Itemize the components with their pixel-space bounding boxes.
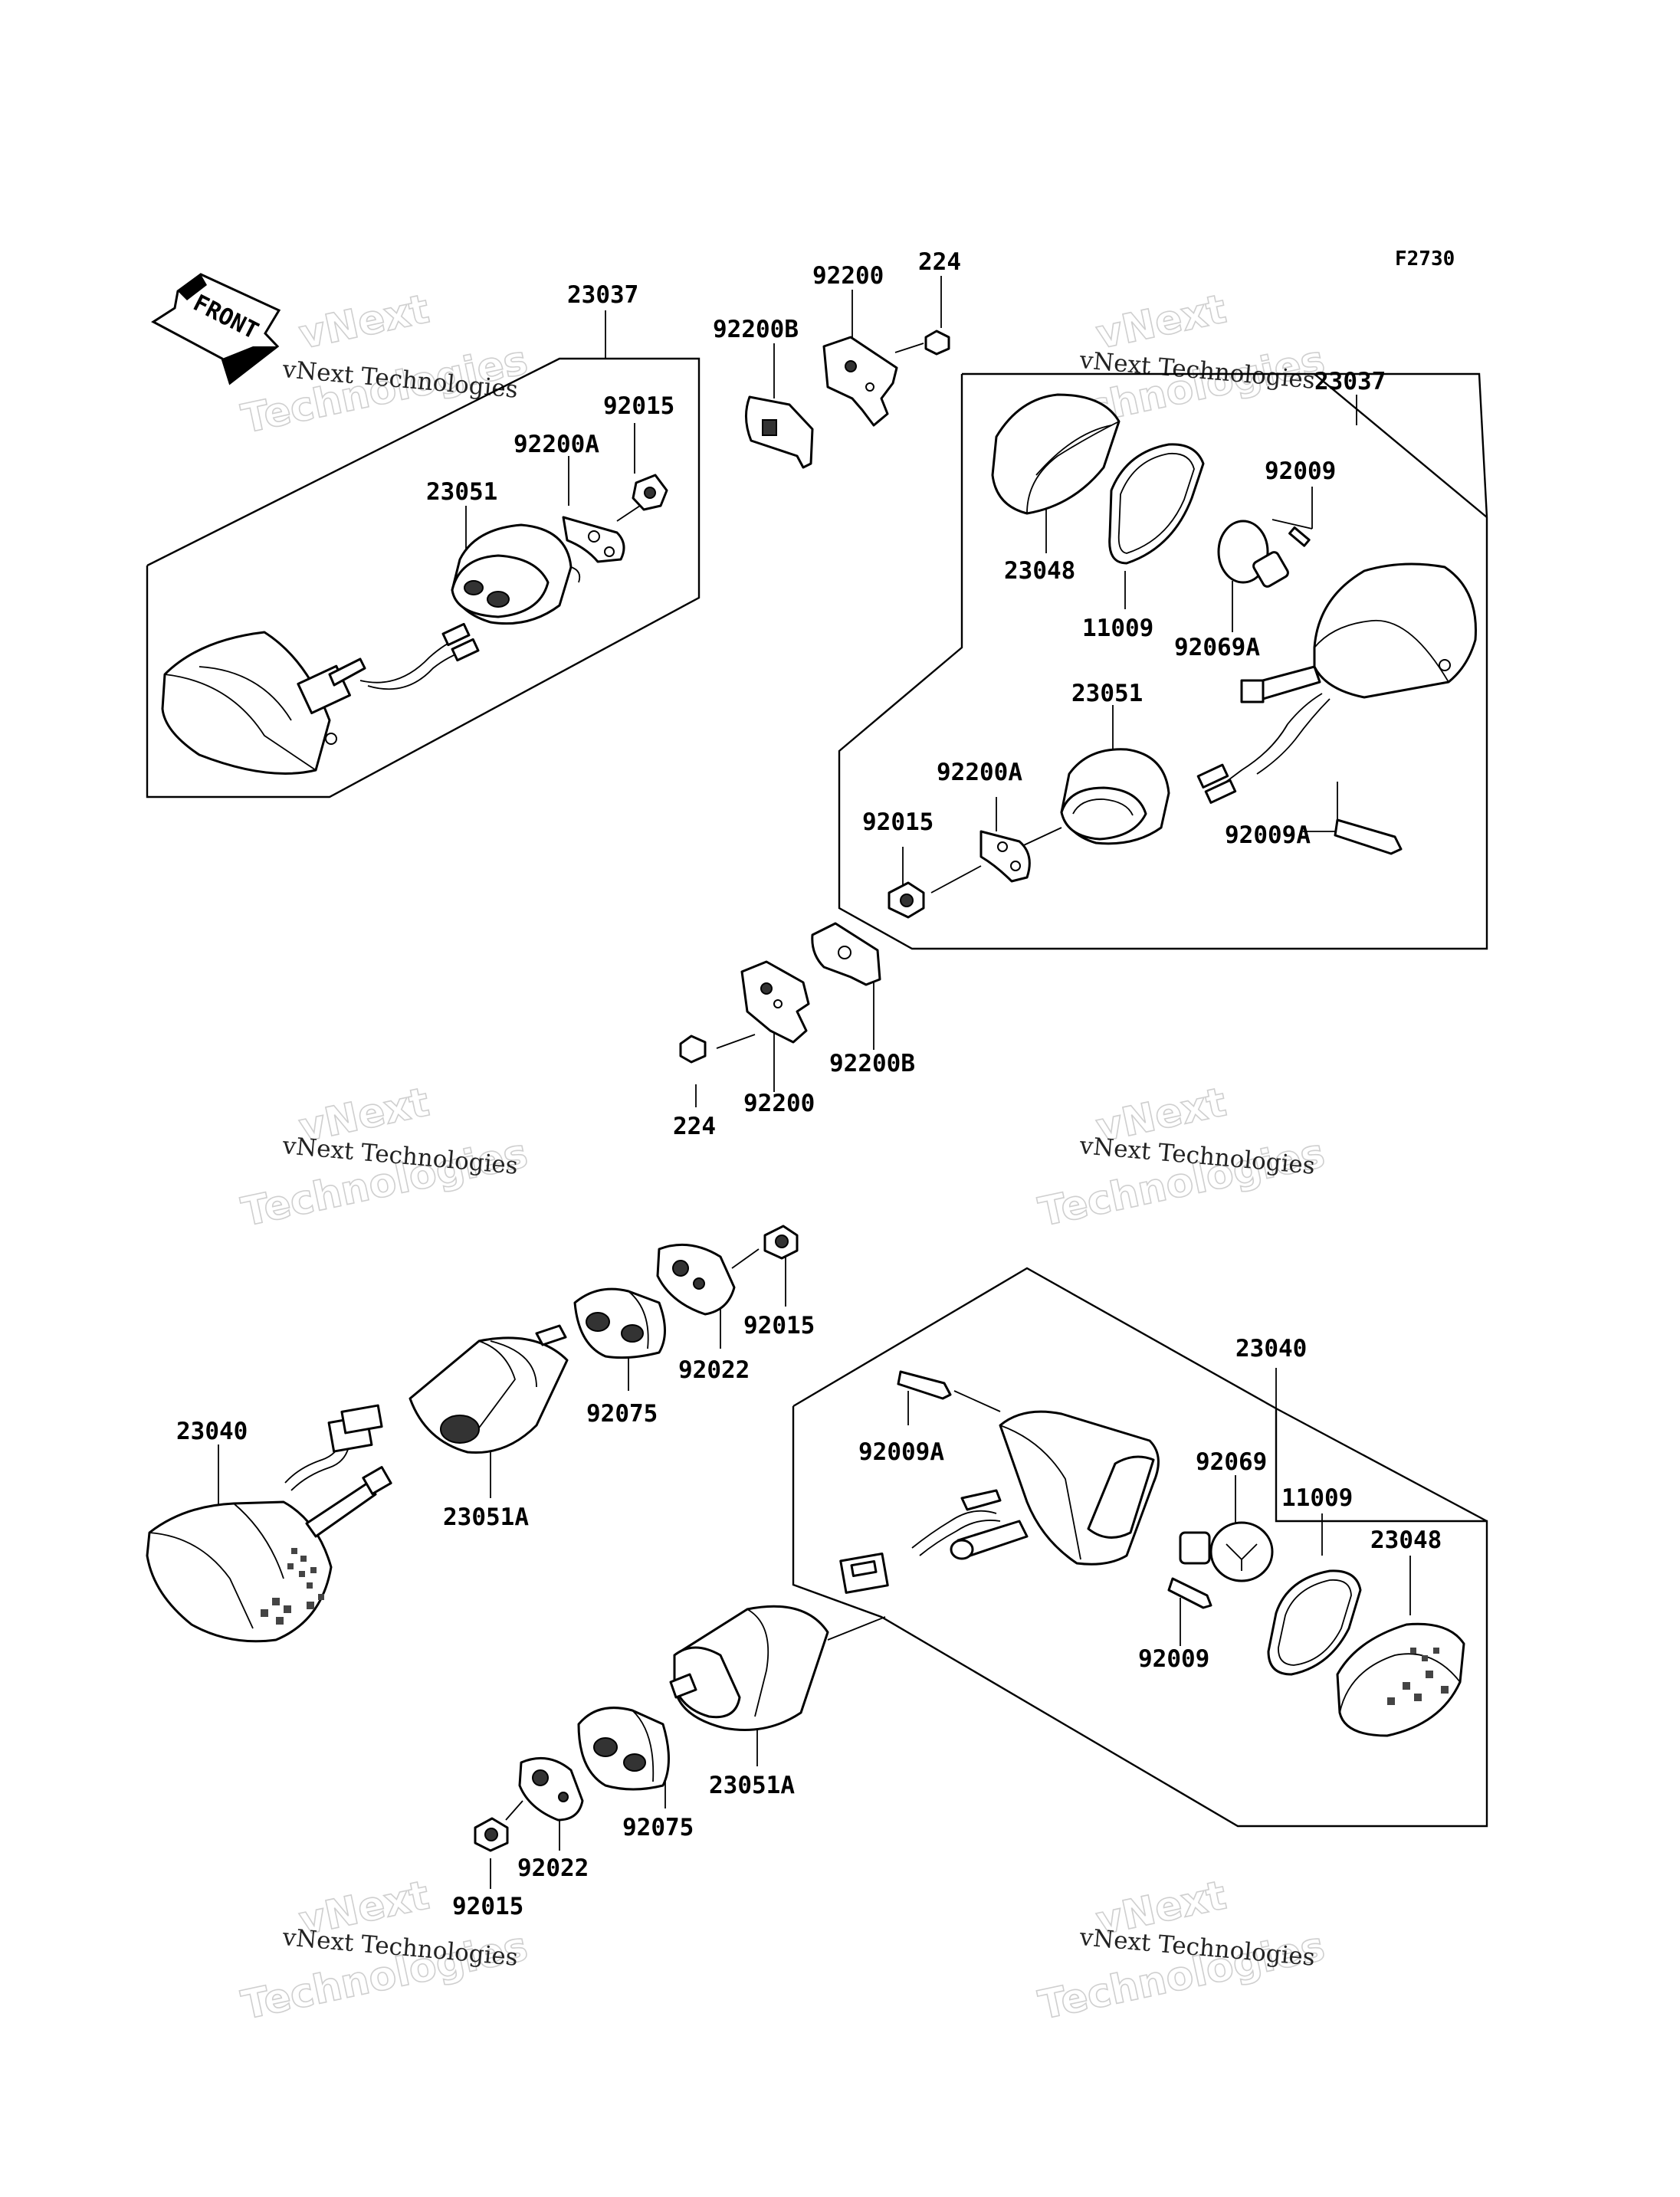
callout-92009: 92009	[1265, 457, 1336, 485]
callout-23037: 23037	[567, 281, 638, 309]
callout-92200a-right: 92200A	[937, 759, 1022, 786]
callout-23040-bl: 23040	[176, 1418, 248, 1445]
front-arrow: FRONT	[151, 273, 281, 385]
callout-92015-bc: 92015	[452, 1893, 523, 1920]
top-right-assembly	[838, 372, 1488, 950]
bottom-center-assembly	[474, 1605, 886, 1889]
callout-92009a: 92009A	[1225, 821, 1311, 849]
mid-center-bracket	[679, 922, 881, 1107]
callout-224: 224	[918, 248, 961, 276]
callout-92069a: 92069A	[1174, 634, 1260, 661]
watermark-mid-right: vNext Technologies vNext Technologies	[1034, 1079, 1329, 1237]
svg-text:vNext: vNext	[1092, 286, 1230, 358]
callout-11009-br: 11009	[1281, 1484, 1353, 1512]
callout-224-mid: 224	[673, 1113, 716, 1140]
top-center-bracket	[745, 276, 950, 469]
callout-92200b-mid: 92200B	[829, 1050, 915, 1077]
callout-92200: 92200	[812, 262, 884, 290]
callout-92022-bl: 92022	[678, 1356, 750, 1384]
callout-92200-mid: 92200	[743, 1090, 815, 1117]
callout-92015: 92015	[603, 392, 674, 420]
callout-92200a: 92200A	[514, 431, 599, 458]
watermark-top-left: vNext Technologies vNext Technologies	[237, 286, 532, 444]
callout-92075-bl: 92075	[586, 1400, 658, 1428]
callout-92022-bc: 92022	[517, 1854, 589, 1882]
callout-92075-bc: 92075	[622, 1814, 694, 1841]
callout-92009a-br: 92009A	[858, 1438, 944, 1466]
callout-92015-right: 92015	[862, 808, 934, 836]
watermark-bottom-right: vNext Technologies vNext Technologies	[1034, 1872, 1329, 2030]
bottom-left-assembly	[146, 1225, 799, 1643]
callout-23048: 23048	[1004, 557, 1075, 585]
callout-23051a-bc: 23051A	[709, 1772, 795, 1799]
callout-92009-br: 92009	[1138, 1645, 1209, 1673]
top-left-assembly	[146, 310, 701, 798]
bottom-right-assembly	[792, 1267, 1488, 1828]
diagram-code: F2730	[1395, 248, 1455, 271]
callout-23048-br: 23048	[1370, 1526, 1442, 1554]
callout-92200b: 92200B	[713, 316, 799, 343]
svg-text:vNext: vNext	[295, 286, 433, 358]
callout-11009: 11009	[1082, 615, 1153, 642]
watermark-mid-left: vNext Technologies vNext Technologies	[237, 1079, 532, 1237]
callout-92015-bl: 92015	[743, 1312, 815, 1340]
callout-23051-right: 23051	[1071, 680, 1143, 707]
callout-23051a-bl: 23051A	[443, 1503, 529, 1531]
callout-23051: 23051	[426, 478, 497, 506]
callout-23037-right: 23037	[1314, 368, 1386, 395]
callout-23040-br: 23040	[1235, 1335, 1307, 1362]
callout-92069-br: 92069	[1196, 1448, 1267, 1476]
